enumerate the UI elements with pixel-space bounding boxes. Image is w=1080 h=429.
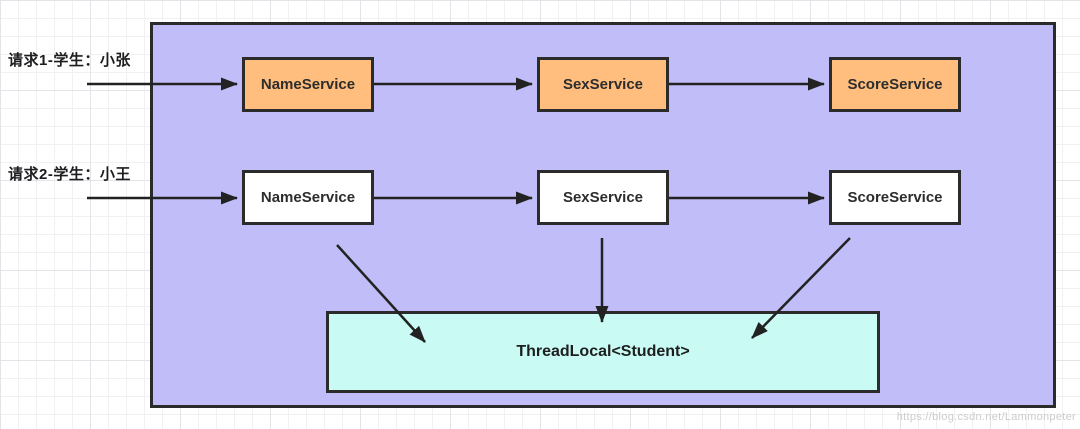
service-box-scoreservice-request2: ScoreService xyxy=(829,170,961,225)
service-box-scoreservice-request1: ScoreService xyxy=(829,57,961,112)
request2-label: 请求2-学生：小王 xyxy=(8,166,131,183)
service-box-sexservice-request1: SexService xyxy=(537,57,669,112)
service-box-nameservice-request1: NameService xyxy=(242,57,374,112)
watermark-text: https://blog.csdn.net/Lammonpeter xyxy=(896,411,1076,423)
service-box-nameservice-request2: NameService xyxy=(242,170,374,225)
threadlocal-box: ThreadLocal<Student> xyxy=(326,311,880,393)
service-box-sexservice-request2: SexService xyxy=(537,170,669,225)
request1-label: 请求1-学生：小张 xyxy=(8,52,131,69)
